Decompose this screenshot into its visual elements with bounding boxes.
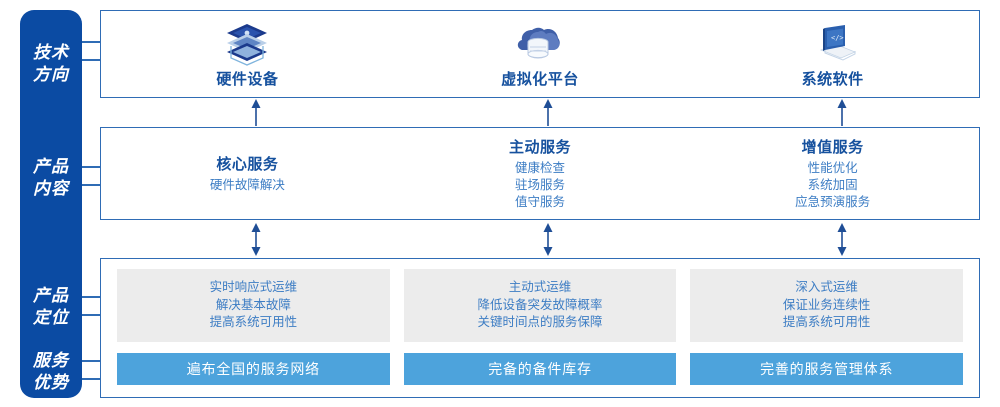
content-item: 驻场服务 [515, 178, 566, 192]
content-item: 性能优化 [807, 161, 858, 175]
content-item: 硬件故障解决 [209, 178, 285, 192]
tech-label: 虚拟化平台 [501, 70, 579, 88]
category-rail: 技术 方向 产品 内容 产品 定位 服务 优势 [20, 10, 82, 398]
content-column-core-service[interactable]: 核心服务 硬件故障解决 [101, 128, 394, 219]
rail-label-product-content: 产品 内容 [20, 156, 82, 200]
positioning-card[interactable]: 深入式运维 保证业务连续性 提高系统可用性 [690, 269, 964, 342]
content-column-value-added-service[interactable]: 增值服务 性能优化 系统加固 应急预演服务 [686, 128, 979, 219]
advantage-bar[interactable]: 完善的服务管理体系 [690, 353, 964, 385]
rail-label-tech-direction: 技术 方向 [20, 42, 82, 86]
laptop-code-icon: </> [819, 24, 856, 61]
connector-tech-top [72, 41, 102, 43]
cloud-database-icon [517, 27, 560, 59]
server-stack-icon [227, 23, 268, 66]
arrow-bidirectional-virtualization [543, 223, 553, 256]
rail-line: 优势 [33, 373, 69, 392]
arrow-双向-hardware [251, 223, 261, 256]
connector-tech-bottom [72, 59, 102, 61]
connector-position-top [72, 296, 102, 298]
rail-line: 内容 [33, 179, 69, 198]
content-title: 增值服务 [801, 139, 864, 156]
rail-label-service-advantage: 服务 优势 [20, 350, 82, 394]
tech-direction-section: 硬件设备 虚拟化平台 [100, 10, 980, 98]
tech-column-hardware[interactable]: 硬件设备 [101, 11, 394, 97]
rail-line: 服务 [33, 351, 69, 370]
tech-label: 硬件设备 [216, 70, 279, 88]
arrow-up-hardware [251, 99, 261, 126]
connector-advantage-bottom [72, 378, 102, 380]
connector-position-bottom [72, 314, 102, 316]
connector-content-top [72, 166, 102, 168]
bottom-column-indepth: 深入式运维 保证业务连续性 提高系统可用性 完善的服务管理体系 [690, 269, 964, 385]
tech-column-virtualization[interactable]: 虚拟化平台 [394, 11, 687, 97]
positioning-card[interactable]: 主动式运维 降低设备突发故障概率 关键时间点的服务保障 [403, 269, 677, 342]
positioning-line: 提高系统可用性 [782, 315, 871, 330]
bottom-column-realtime: 实时响应式运维 解决基本故障 提高系统可用性 遍布全国的服务网络 [117, 269, 390, 385]
positioning-line: 深入式运维 [795, 280, 858, 295]
rail-label-product-positioning: 产品 定位 [20, 285, 82, 329]
content-title: 核心服务 [216, 156, 279, 173]
advantage-bar[interactable]: 完备的备件库存 [403, 353, 677, 385]
arrow-up-system-software [837, 99, 847, 126]
positioning-advantage-section: 实时响应式运维 解决基本故障 提高系统可用性 遍布全国的服务网络 主动式运维 降… [100, 258, 980, 398]
connector-content-bottom [72, 184, 102, 186]
rail-line: 技术 [33, 43, 69, 62]
rail-line: 方向 [33, 65, 69, 84]
positioning-line: 主动式运维 [508, 280, 572, 295]
rail-line: 定位 [33, 308, 69, 327]
svg-text:</>: </> [831, 34, 844, 42]
content-column-proactive-service[interactable]: 主动服务 健康检查 驻场服务 值守服务 [394, 128, 687, 219]
positioning-line: 关键时间点的服务保障 [477, 315, 603, 330]
content-item: 健康检查 [515, 161, 566, 175]
content-item: 应急预演服务 [795, 195, 871, 209]
tech-column-system-software[interactable]: </> 系统软件 [686, 11, 979, 97]
product-content-section: 核心服务 硬件故障解决 主动服务 健康检查 驻场服务 值守服务 增值服务 性能优… [100, 127, 980, 220]
arrow-bidirectional-system-software [837, 223, 847, 256]
rail-line: 产品 [33, 286, 69, 305]
positioning-line: 解决基本故障 [215, 297, 291, 312]
rail-line: 产品 [33, 157, 69, 176]
arrow-up-virtualization [543, 99, 553, 126]
bottom-column-proactive: 主动式运维 降低设备突发故障概率 关键时间点的服务保障 完备的备件库存 [403, 269, 677, 385]
positioning-line: 保证业务连续性 [782, 297, 871, 312]
positioning-line: 实时响应式运维 [209, 280, 298, 295]
positioning-line: 降低设备突发故障概率 [477, 297, 603, 312]
content-item: 值守服务 [515, 195, 566, 209]
positioning-card[interactable]: 实时响应式运维 解决基本故障 提高系统可用性 [117, 269, 390, 342]
positioning-line: 提高系统可用性 [209, 315, 298, 330]
content-title: 主动服务 [509, 139, 572, 156]
tech-label: 系统软件 [801, 70, 864, 88]
connector-advantage-top [72, 360, 102, 362]
content-item: 系统加固 [807, 178, 858, 192]
advantage-bar[interactable]: 遍布全国的服务网络 [117, 353, 390, 385]
